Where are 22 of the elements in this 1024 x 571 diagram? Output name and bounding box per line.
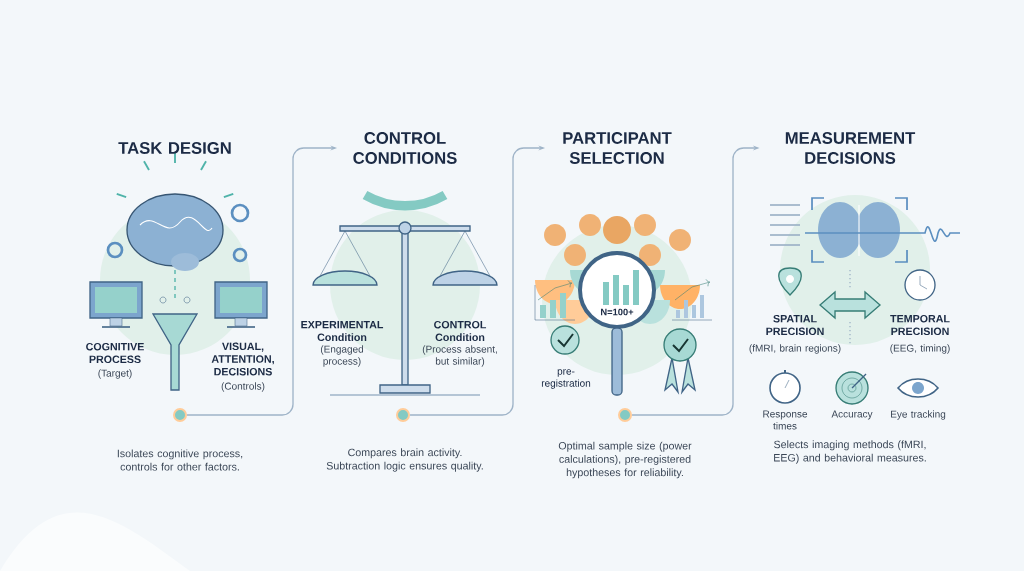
item-caption: (Engaged process): [320, 345, 364, 367]
item-label: CONTROL Condition: [434, 320, 487, 342]
description-text: Optimal sample size (power calculations), pre-registered hypotheses for reliability.: [558, 441, 692, 479]
item-caption: Response times: [763, 410, 808, 430]
item-caption: (Process absent, but similar): [422, 345, 497, 367]
description-text: Selects imaging methods (fMRI, EEG) and behavioral measures.: [774, 440, 926, 464]
item-caption: Eye tracking: [891, 410, 946, 420]
item-caption: (Target): [98, 369, 132, 379]
item-label: EXPERIMENTAL Condition: [301, 320, 384, 342]
item-label: SPATIAL PRECISION: [766, 314, 824, 336]
item-caption: (EEG, timing): [890, 344, 950, 354]
item-label: COGNITIVE PROCESS: [86, 342, 144, 364]
sample-size-label: N=100+: [601, 308, 634, 316]
item-caption: (fMRI, brain regions): [749, 344, 841, 354]
item-label: TEMPORAL PRECISION: [890, 314, 950, 336]
item-caption: Accuracy: [831, 410, 873, 420]
section-heading: MEASUREMENT DECISIONS: [785, 132, 916, 164]
section-heading: CONTROL CONDITIONS: [353, 132, 457, 164]
item-caption: (Controls): [221, 382, 265, 392]
description-text: Isolates cognitive process, controls for other factors.: [117, 449, 243, 471]
section-heading: TASK DESIGN: [118, 142, 231, 154]
section-heading: PARTICIPANT SELECTION: [563, 132, 672, 164]
